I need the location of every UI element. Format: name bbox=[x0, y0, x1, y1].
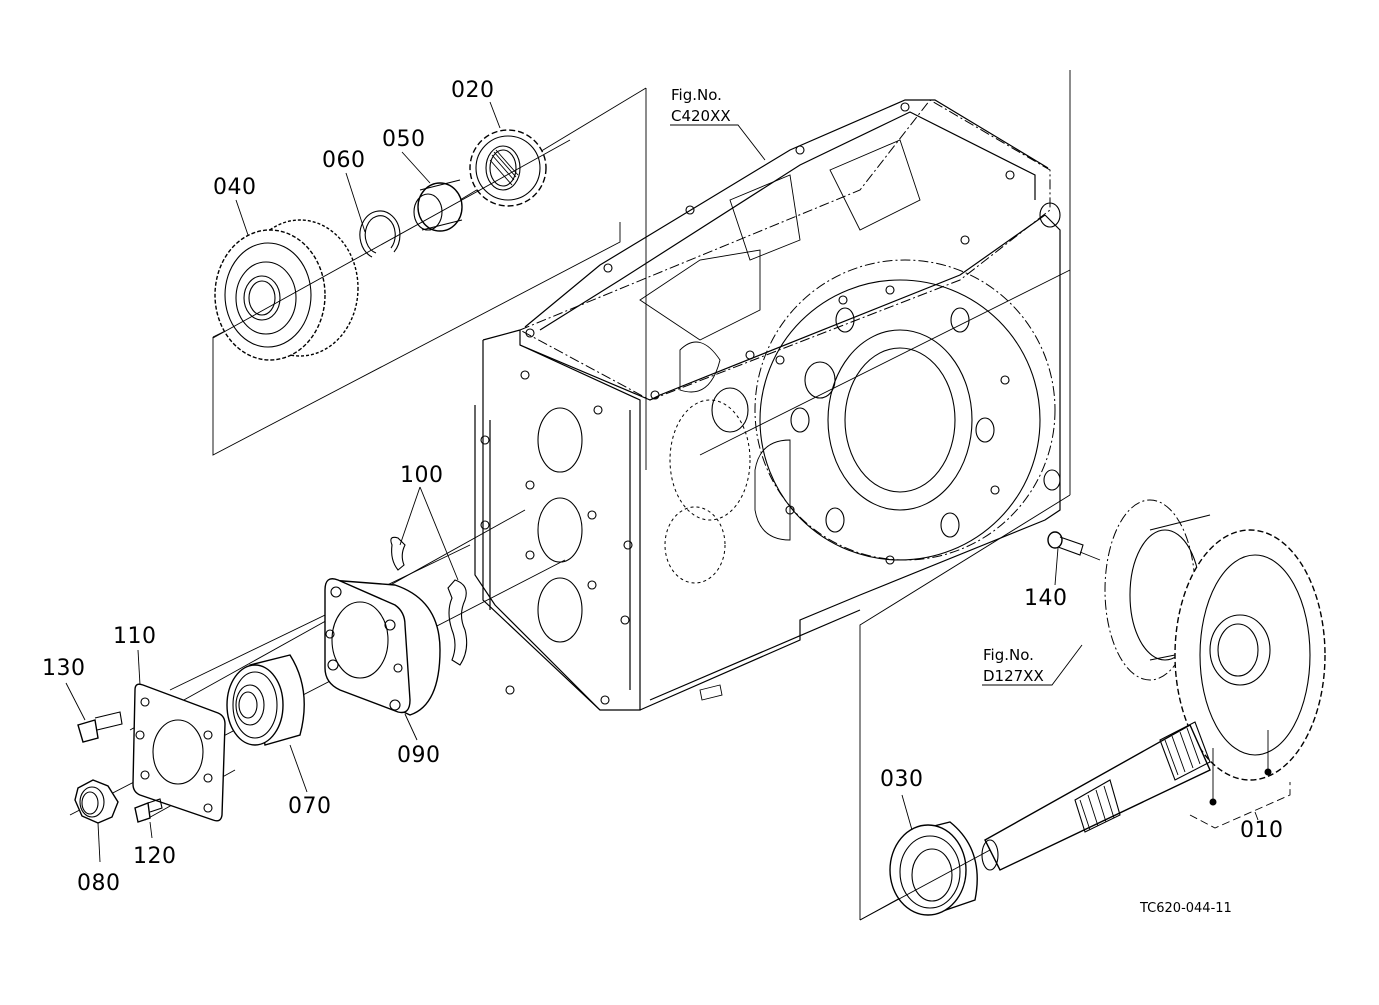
drawing-number: TC620-044-11 bbox=[1139, 901, 1232, 916]
part-020-spur-gear bbox=[469, 129, 547, 207]
part-090-bearing-holder bbox=[324, 578, 441, 716]
part-060-snap-ring bbox=[359, 210, 401, 258]
part-010-ring-gear bbox=[1174, 529, 1326, 781]
part-010-marker-pinion bbox=[1209, 798, 1217, 806]
label-050: 050 bbox=[382, 127, 426, 152]
part-110-cover-plate bbox=[132, 683, 226, 822]
label-090: 090 bbox=[397, 743, 441, 768]
part-050-collar bbox=[413, 179, 463, 232]
part-labels: 020 050 060 040 100 110 130 120 080 070 … bbox=[42, 78, 1284, 896]
part-100-retainer-plates bbox=[390, 536, 468, 666]
label-130: 130 bbox=[42, 656, 86, 681]
label-040: 040 bbox=[213, 175, 257, 200]
part-080-lock-nut bbox=[74, 779, 119, 824]
label-110: 110 bbox=[113, 624, 157, 649]
label-060: 060 bbox=[322, 148, 366, 173]
fig-ref-code: C420XX bbox=[671, 107, 731, 125]
label-010: 010 bbox=[1240, 818, 1284, 843]
part-130-bolt bbox=[77, 711, 123, 743]
part-070-bearing bbox=[226, 654, 305, 746]
label-140: 140 bbox=[1024, 586, 1068, 611]
assembly-boundaries bbox=[212, 70, 1071, 921]
label-020: 020 bbox=[451, 78, 495, 103]
label-100: 100 bbox=[400, 463, 444, 488]
part-010-marker-ring bbox=[1264, 768, 1272, 776]
label-120: 120 bbox=[133, 844, 177, 869]
leader-lines bbox=[65, 101, 1083, 863]
transmission-case-drawing bbox=[474, 99, 1061, 711]
label-070: 070 bbox=[288, 794, 332, 819]
part-120-bolt bbox=[134, 798, 163, 823]
part-030-ball-bearing bbox=[889, 821, 978, 916]
fig-ref-prefix: Fig.No. bbox=[983, 646, 1034, 664]
fig-ref-prefix: Fig.No. bbox=[671, 86, 722, 104]
part-010-pinion-shaft bbox=[981, 721, 1211, 871]
part-140-flange-bolt bbox=[1047, 531, 1084, 556]
figure-reference-c420xx: Fig.No. C420XX bbox=[671, 86, 731, 125]
fig-ref-code: D127XX bbox=[983, 667, 1044, 685]
part-040-double-gear bbox=[214, 219, 359, 361]
figure-reference-d127xx: Fig.No. D127XX bbox=[983, 646, 1044, 685]
label-030: 030 bbox=[880, 767, 924, 792]
label-080: 080 bbox=[77, 871, 121, 896]
